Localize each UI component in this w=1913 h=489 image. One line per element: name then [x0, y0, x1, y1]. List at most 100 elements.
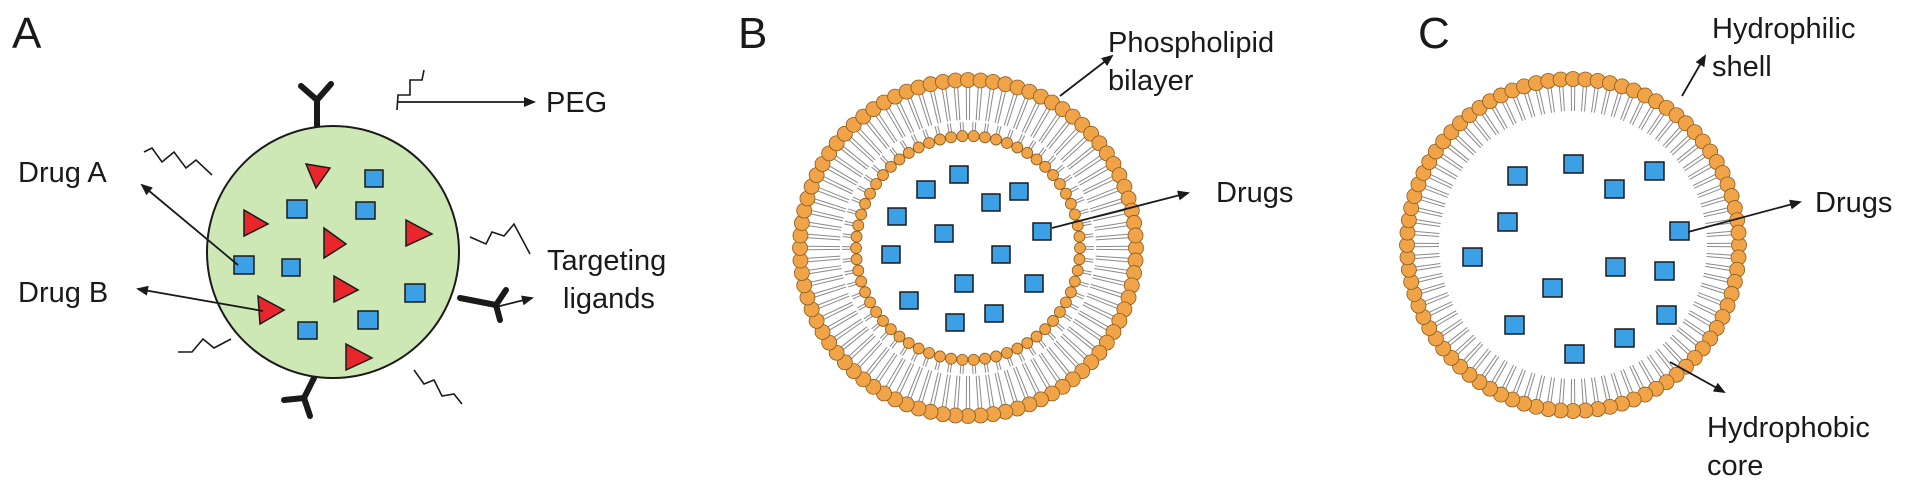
lipid-tail: [844, 272, 854, 276]
lipid-tail: [1430, 174, 1454, 186]
lipid-tail: [848, 139, 874, 163]
lipid-tail: [1057, 166, 1065, 173]
lipid-tail: [1610, 373, 1619, 398]
lipid-tail: [910, 97, 924, 129]
drug-square: [1009, 182, 1029, 201]
lipid-tail: [1649, 114, 1665, 136]
lipid-tail: [811, 274, 844, 283]
lipid-tail: [1068, 326, 1095, 348]
lipid-tail: [987, 374, 995, 407]
lipid-head: [864, 187, 876, 200]
lipid-tail: [1066, 146, 1093, 168]
lipid-tail: [1481, 354, 1497, 376]
lipid-tail: [1449, 144, 1470, 161]
lipid-head: [877, 169, 889, 181]
lipid-tail: [1688, 163, 1710, 178]
lipid-tail: [1095, 233, 1128, 238]
lipid-tail: [1424, 188, 1448, 198]
shell-arrow: [1681, 54, 1706, 97]
micelle-leaflet: [1399, 71, 1747, 419]
lipid-tail: [1558, 87, 1563, 112]
lipid-tail: [1012, 97, 1026, 129]
lipid-tail: [809, 267, 842, 275]
lipid-tail: [1698, 292, 1722, 302]
lipid-tail: [1600, 89, 1608, 115]
lipid-tail: [885, 357, 904, 387]
drug-square: [1024, 274, 1044, 293]
lipid-tail: [945, 374, 951, 408]
lipid-tail: [1086, 187, 1117, 201]
lipid-tail: [1662, 343, 1680, 363]
lipid-tail: [841, 326, 868, 348]
lipid-tail: [1020, 352, 1026, 361]
lipid-tail: [871, 166, 879, 173]
lipid-tail: [1494, 361, 1508, 384]
lipid-tail: [1074, 158, 1102, 178]
lipid-tail: [974, 365, 977, 374]
lipid-tail: [836, 320, 864, 341]
lipid-tail: [1003, 370, 1015, 403]
lipid-tail: [1463, 129, 1482, 149]
lipid-tail: [879, 331, 887, 339]
lipid-tail: [827, 310, 857, 328]
lipid-tail: [844, 220, 854, 224]
lipid-tail: [1705, 265, 1730, 271]
lipid-tail: [1094, 267, 1127, 275]
lipid-tail: [1416, 219, 1441, 225]
lipid-tail: [871, 323, 879, 330]
lipid-tail: [1082, 304, 1113, 320]
drug-square: [1644, 161, 1665, 181]
lipid-head: [945, 352, 957, 365]
lipid-tail: [1440, 318, 1462, 334]
lipid-tail: [918, 369, 930, 401]
lipid-tail: [1009, 357, 1014, 366]
lipid-tail: [868, 348, 890, 375]
lipid-tail: [1084, 236, 1094, 238]
lipid-tail: [1079, 168, 1109, 186]
lipid-head: [1030, 330, 1043, 343]
lipid-tail: [934, 361, 938, 370]
drug-square: [1507, 166, 1528, 186]
lipid-tail: [1094, 221, 1127, 229]
lipid-tail: [1072, 320, 1100, 341]
lipid-head: [1074, 242, 1086, 254]
lipid-tail: [1442, 153, 1464, 169]
liposome-bilayer: [792, 72, 1144, 424]
lipid-tail: [1705, 263, 1731, 268]
lipid-tail: [1038, 114, 1058, 142]
lipid-head: [893, 153, 906, 166]
lipid-tail: [843, 146, 870, 168]
lipid-tail: [1472, 121, 1489, 142]
drug-b-arrow: [136, 285, 264, 312]
core-label-line1: Hydrophobic: [1707, 412, 1870, 444]
lipid-tail: [1415, 255, 1440, 260]
lipid-tail: [817, 292, 849, 306]
lipid-head: [902, 147, 915, 159]
lipid-head: [859, 286, 871, 299]
lipid-head: [850, 242, 862, 254]
lipid-tail: [907, 366, 921, 397]
lipid-tail: [945, 88, 951, 122]
lipid-tail: [851, 292, 860, 297]
lipid-tail: [1547, 377, 1553, 402]
lipid-tail: [1689, 310, 1712, 324]
lipid-tail: [1415, 230, 1440, 235]
lipid-tail: [872, 164, 881, 171]
drug-square: [1564, 344, 1585, 364]
lipid-head: [967, 130, 980, 143]
lipid-tail: [1591, 377, 1596, 403]
lipid-tail: [1003, 93, 1015, 126]
lipid-head: [1127, 227, 1144, 244]
lipid-tail: [986, 123, 989, 133]
lipid-tail: [899, 141, 906, 150]
lipid-tail: [1094, 265, 1128, 271]
lipid-tail: [1420, 199, 1445, 208]
lipid-tail: [985, 374, 991, 408]
lipid-head: [1039, 160, 1052, 173]
lipid-tail: [1079, 283, 1088, 288]
lipid-tail: [1676, 329, 1697, 346]
targeting-label-line1: Targeting: [547, 245, 666, 277]
lipid-head: [1068, 275, 1081, 288]
lipid-tail: [984, 123, 987, 132]
